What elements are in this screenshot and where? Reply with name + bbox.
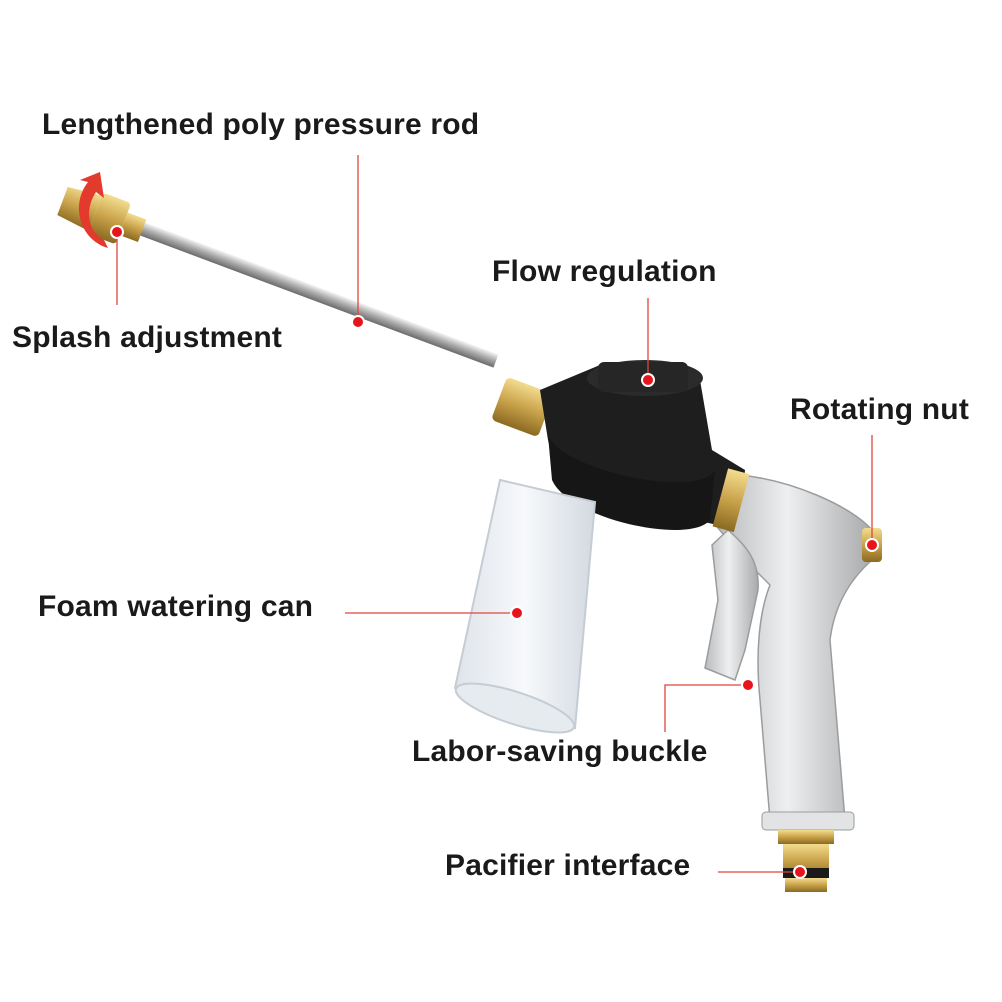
callout-dots: [110, 225, 879, 879]
label-foam-watering-can: Foam watering can: [38, 590, 314, 623]
label-splash-adjustment: Splash adjustment: [12, 321, 283, 354]
label-rotating-nut: Rotating nut: [790, 393, 970, 426]
foam-can: [453, 478, 597, 734]
label-labor-saving-buckle: Labor-saving buckle: [412, 735, 708, 768]
callout-dot-splash: [110, 225, 124, 239]
callout-dot-flow: [641, 373, 655, 387]
label-flow-regulation: Flow regulation: [492, 255, 717, 288]
rotate-arrow-icon: [78, 172, 108, 248]
gun-handle: [704, 468, 882, 892]
callout-dot-foam: [510, 606, 524, 620]
callout-dot-pacifier: [793, 865, 807, 879]
callout-dot-rod: [351, 315, 365, 329]
pressure-rod: [137, 221, 499, 368]
callout-dot-nut: [865, 538, 879, 552]
callout-dot-buckle: [741, 678, 755, 692]
label-pressure-rod: Lengthened poly pressure rod: [42, 108, 480, 141]
label-pacifier-interface: Pacifier interface: [445, 849, 691, 882]
callout-lines: [116, 155, 873, 873]
flow-regulator-body: [540, 360, 745, 531]
rod-connector: [492, 378, 553, 436]
